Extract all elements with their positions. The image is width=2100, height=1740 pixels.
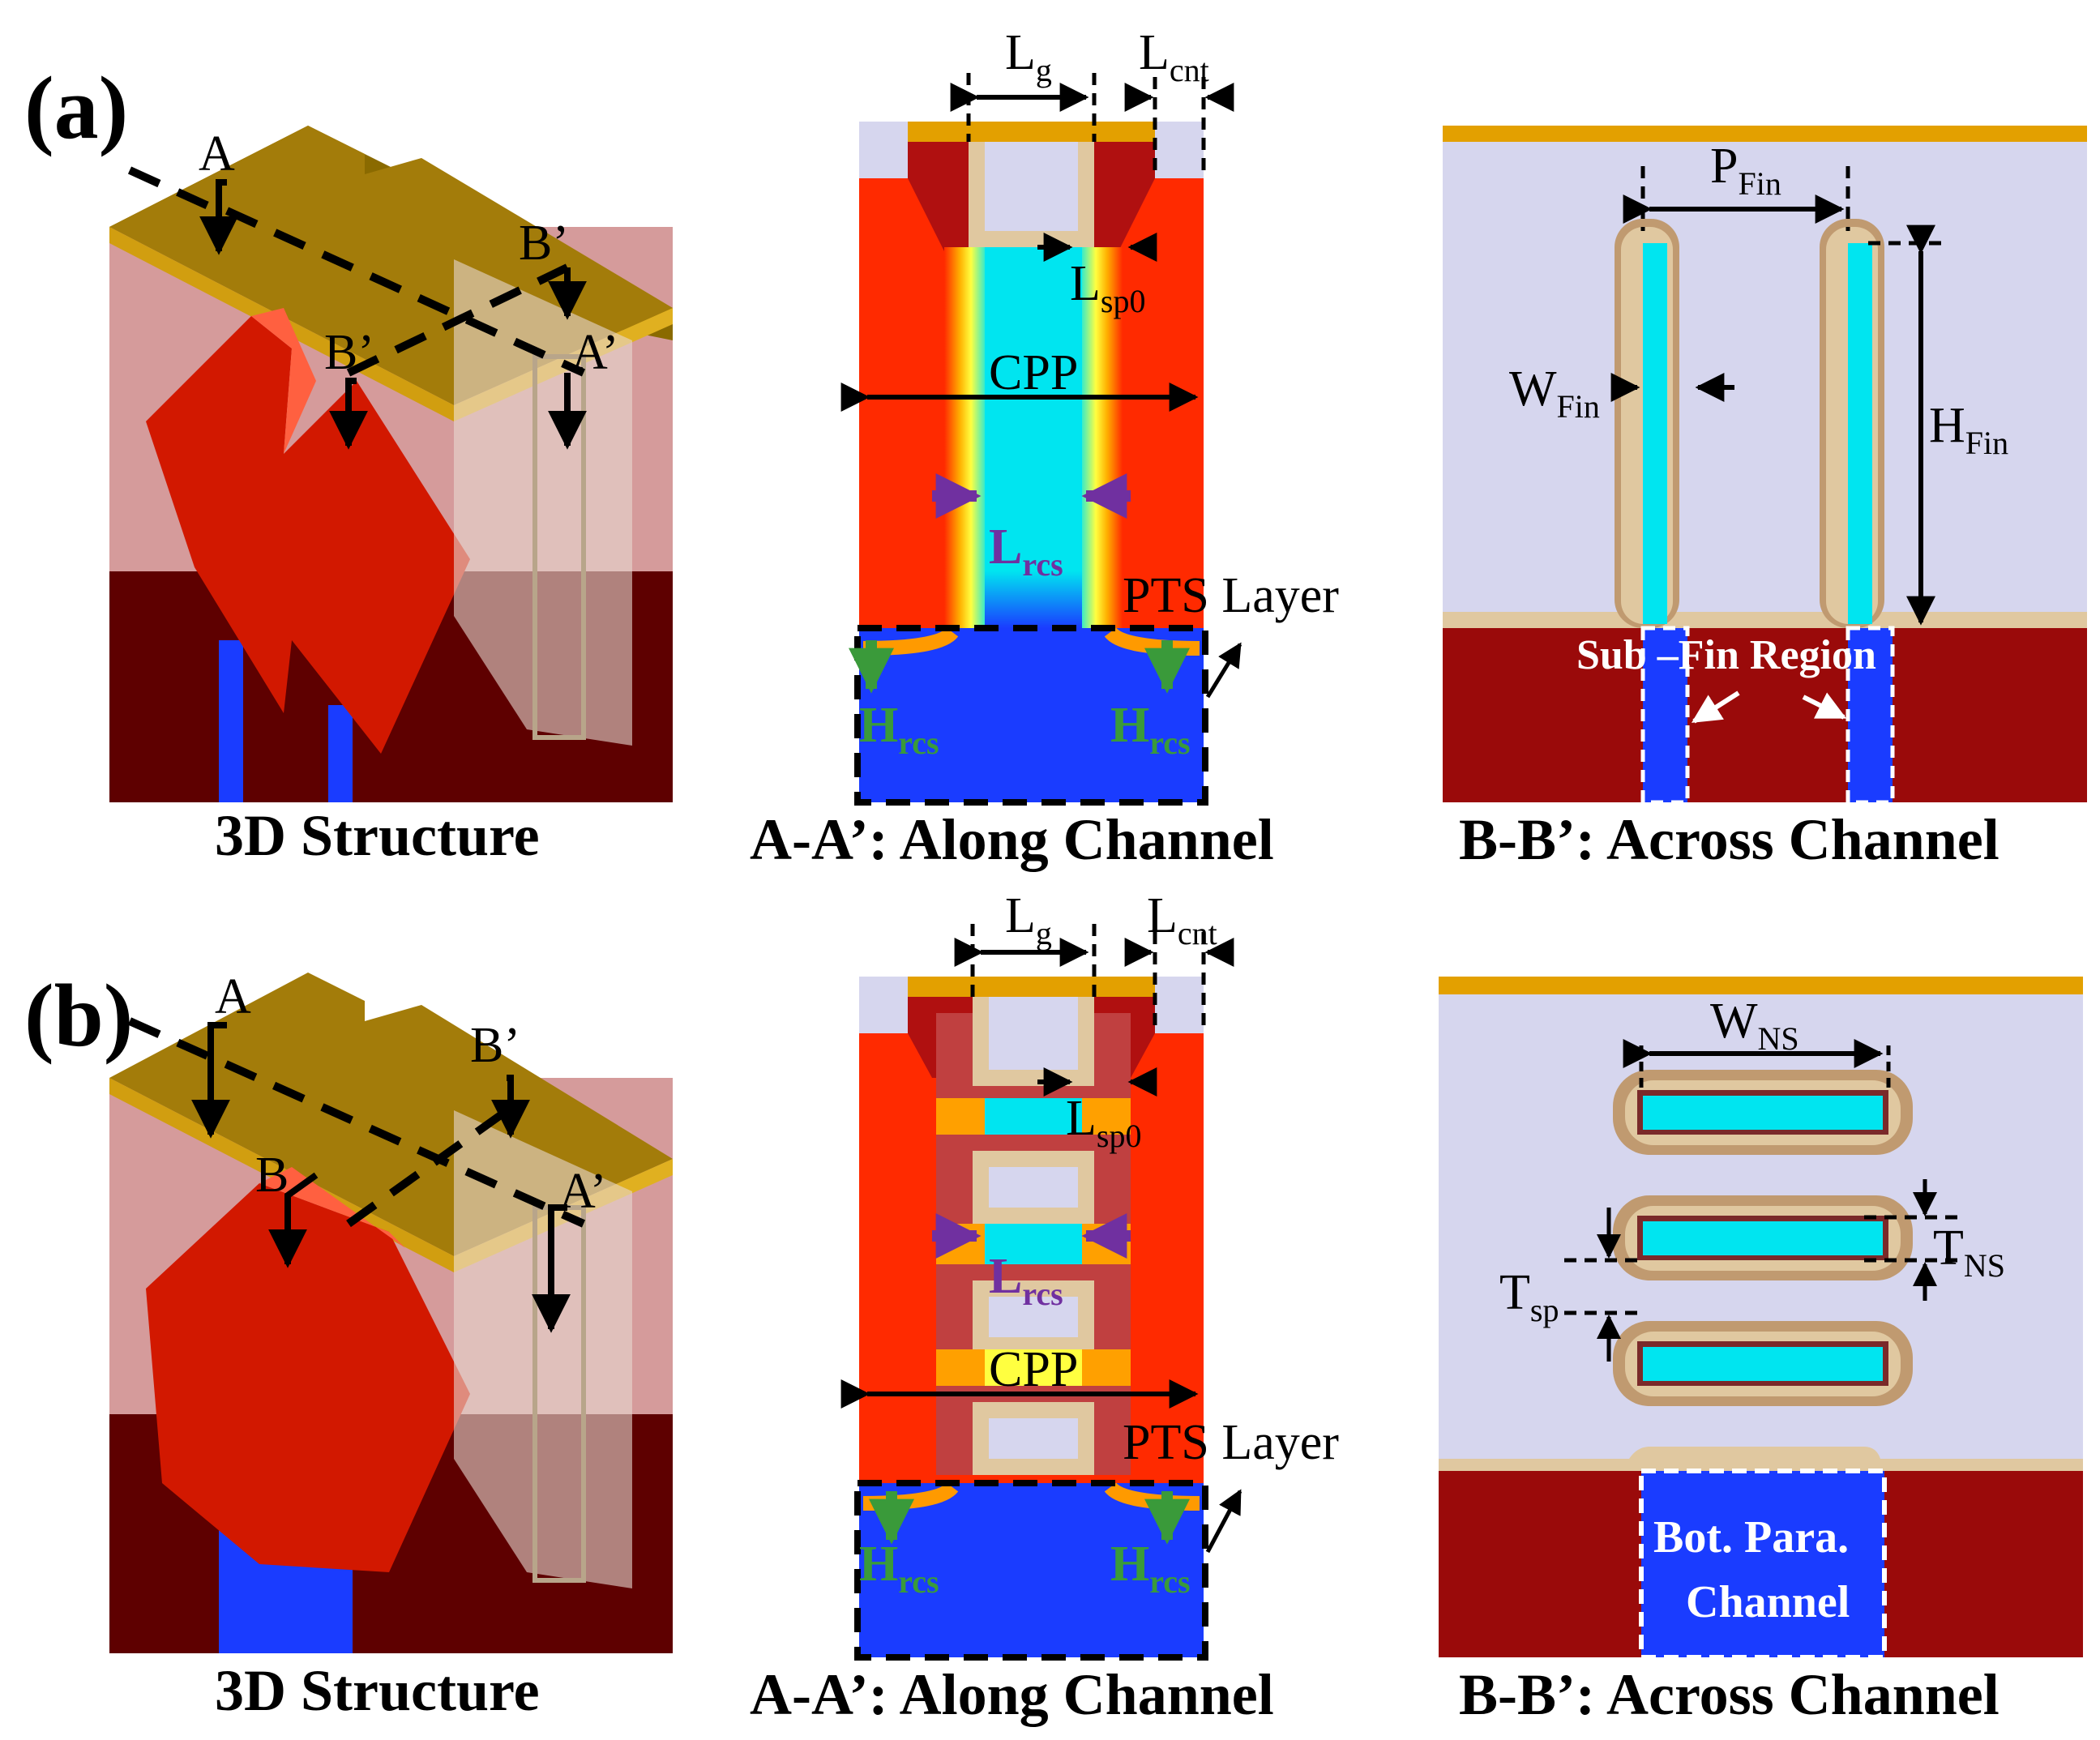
panel-a-lsp0: L — [1070, 256, 1101, 311]
panel-b-lrcs-sub: rcs — [1022, 1276, 1063, 1312]
svg-text:WNS: WNS — [1710, 994, 1799, 1057]
panel-a-label-b: B’ — [324, 325, 374, 380]
panel-b-lcnt: L — [1147, 888, 1178, 943]
panel-a-subfin-region: Sub –Fin Region — [1576, 632, 1876, 678]
panel-a-hrcs-left: H — [859, 698, 898, 753]
svg-text:HFin: HFin — [1929, 398, 2008, 461]
panel-b-caption-bb: B-B’: Across Channel — [1459, 1662, 1999, 1727]
panel-b-tag: (b) — [24, 966, 133, 1065]
panel-a-lrcs: L — [989, 519, 1022, 575]
panel-a-label-b-top: B’ — [519, 216, 569, 271]
panel-b-hrcs-right: H — [1110, 1537, 1149, 1592]
svg-text:Hrcs: Hrcs — [859, 1537, 939, 1600]
panel-a-hrcs-right: H — [1110, 698, 1149, 753]
svg-text:Lcnt: Lcnt — [1147, 888, 1217, 951]
svg-text:Lg: Lg — [1005, 25, 1052, 88]
panel-a-label-a: A — [199, 126, 235, 182]
panel-a-lg: L — [1005, 25, 1036, 80]
panel-a-wfin: W — [1509, 361, 1557, 417]
panel-b-pts-layer: PTS Layer — [1123, 1415, 1339, 1470]
panel-b-caption-3d: 3D Structure — [215, 1658, 540, 1723]
panel-b-lcnt-sub: cnt — [1178, 915, 1217, 951]
panel-b-lg: L — [1005, 888, 1036, 943]
panel-a-caption-3d: 3D Structure — [215, 803, 540, 868]
panel-a-lcnt-sub: cnt — [1170, 52, 1209, 88]
panel-b-across-channel: WNS TNS Tsp Bot. Para. Channel — [1439, 977, 2083, 1660]
svg-text:Lg: Lg — [1005, 888, 1052, 951]
svg-text:Tsp: Tsp — [1499, 1265, 1559, 1328]
svg-text:Lsp0: Lsp0 — [1066, 1091, 1141, 1154]
svg-text:Lrcs: Lrcs — [989, 1249, 1063, 1312]
panel-a-hfin-sub: Fin — [1965, 425, 2008, 461]
panel-a-pts-layer: PTS Layer — [1123, 568, 1339, 623]
panel-a-pfin: P — [1710, 139, 1738, 194]
panel-b-botpara-line2: Channel — [1686, 1577, 1850, 1627]
panel-b-lsp0: L — [1066, 1091, 1097, 1146]
panel-b-lsp0-sub: sp0 — [1097, 1118, 1142, 1154]
panel-a-lcnt: L — [1139, 25, 1170, 80]
panel-a-lg-sub: g — [1036, 52, 1052, 88]
panel-b-tsp: T — [1499, 1265, 1530, 1320]
svg-text:WFin: WFin — [1509, 361, 1600, 425]
panel-b-wns: W — [1710, 994, 1758, 1049]
panel-b-label-a: A — [215, 969, 251, 1024]
svg-text:PFin: PFin — [1710, 139, 1781, 202]
panel-b-3d-structure: A B’ B A’ — [109, 969, 673, 1653]
panel-b-label-b: B — [255, 1148, 289, 1203]
svg-text:Lrcs: Lrcs — [989, 519, 1063, 583]
svg-text:Hrcs: Hrcs — [1110, 698, 1191, 761]
panel-a-hfin: H — [1929, 398, 1965, 453]
panel-a-across-channel: PFin WFin HFin Sub –Fin Region — [1443, 126, 2087, 805]
panel-b-tns-sub: NS — [1964, 1247, 2005, 1284]
svg-text:TNS: TNS — [1933, 1221, 2005, 1284]
panel-b-along-channel: Lg Lcnt Lsp0 CPP Lrcs Hrcs Hrcs PTS Laye… — [840, 888, 1339, 1661]
panel-b-tns: T — [1933, 1221, 1964, 1276]
panel-a-pfin-sub: Fin — [1738, 165, 1781, 202]
svg-text:Hrcs: Hrcs — [1110, 1537, 1191, 1600]
svg-text:Lsp0: Lsp0 — [1070, 256, 1145, 319]
panel-a-caption-bb: B-B’: Across Channel — [1459, 807, 1999, 872]
panel-a-lrcs-sub: rcs — [1022, 546, 1063, 583]
panel-b-wns-sub: NS — [1758, 1020, 1799, 1057]
panel-a-wfin-sub: Fin — [1557, 388, 1600, 425]
panel-b-lg-sub: g — [1036, 915, 1052, 951]
panel-b-label-a-prime: A’ — [559, 1164, 607, 1219]
panel-b-caption-aa: A-A’: Along Channel — [750, 1662, 1274, 1727]
panel-b-botpara-line1: Bot. Para. — [1653, 1512, 1849, 1563]
panel-b-tsp-sub: sp — [1530, 1292, 1559, 1328]
panel-a-cpp: CPP — [989, 345, 1078, 400]
panel-a-hrcs-right-sub: rcs — [1149, 725, 1190, 761]
panel-a-hrcs-left-sub: rcs — [898, 725, 939, 761]
panel-b-cpp: CPP — [989, 1342, 1078, 1397]
panel-a-along-channel: Lg Lcnt Lsp0 CPP Lrcs Hrcs Hrcs PTS Laye… — [840, 25, 1339, 806]
panel-a-3d-structure: A B’ B’ A’ — [109, 126, 673, 802]
panel-b-label-b-top: B’ — [470, 1018, 520, 1073]
panel-b-hrcs-left-sub: rcs — [898, 1563, 939, 1600]
svg-text:Lcnt: Lcnt — [1139, 25, 1209, 88]
panel-a-tag: (a) — [24, 58, 128, 157]
panel-b-hrcs-left: H — [859, 1537, 898, 1592]
panel-a-caption-aa: A-A’: Along Channel — [750, 807, 1274, 872]
svg-text:Hrcs: Hrcs — [859, 698, 939, 761]
panel-a-label-a-prime: A’ — [571, 325, 619, 380]
panel-b-lrcs: L — [989, 1249, 1022, 1304]
panel-b-hrcs-right-sub: rcs — [1149, 1563, 1190, 1600]
panel-a-lsp0-sub: sp0 — [1101, 283, 1146, 319]
